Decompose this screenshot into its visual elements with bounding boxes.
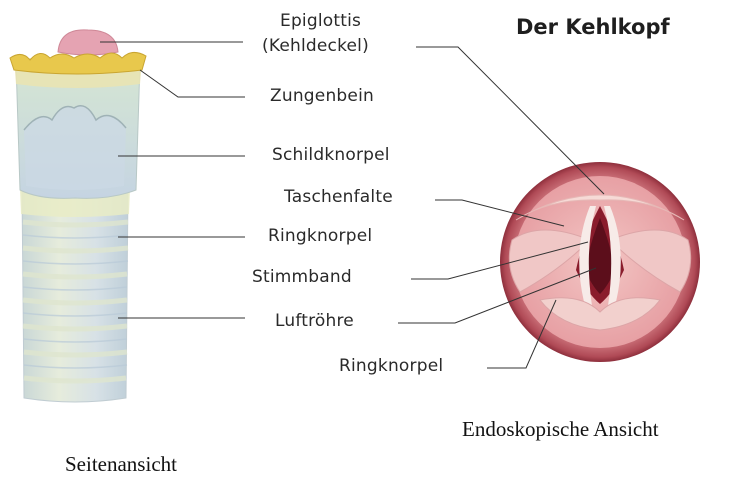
label-stimmband: Stimmband (252, 267, 352, 287)
side-view (10, 30, 146, 402)
hyoid-shape (10, 52, 146, 74)
label-epiglottis: Epiglottis (280, 11, 361, 31)
label-taschenfalte: Taschenfalte (284, 187, 393, 207)
caption-side-view: Seitenansicht (65, 452, 177, 477)
label-kehldeckel: (Kehldeckel) (262, 36, 369, 56)
label-luftroehre: Luftröhre (275, 311, 354, 331)
label-ringknorpel-side: Ringknorpel (268, 226, 372, 246)
label-ringknorpel-endo: Ringknorpel (339, 356, 443, 376)
diagram-title: Der Kehlkopf (516, 15, 670, 39)
label-zungenbein: Zungenbein (270, 86, 374, 106)
caption-endoscopic-view: Endoskopische Ansicht (462, 417, 659, 442)
label-schildknorpel: Schildknorpel (272, 145, 390, 165)
endoscopic-view (500, 162, 700, 362)
